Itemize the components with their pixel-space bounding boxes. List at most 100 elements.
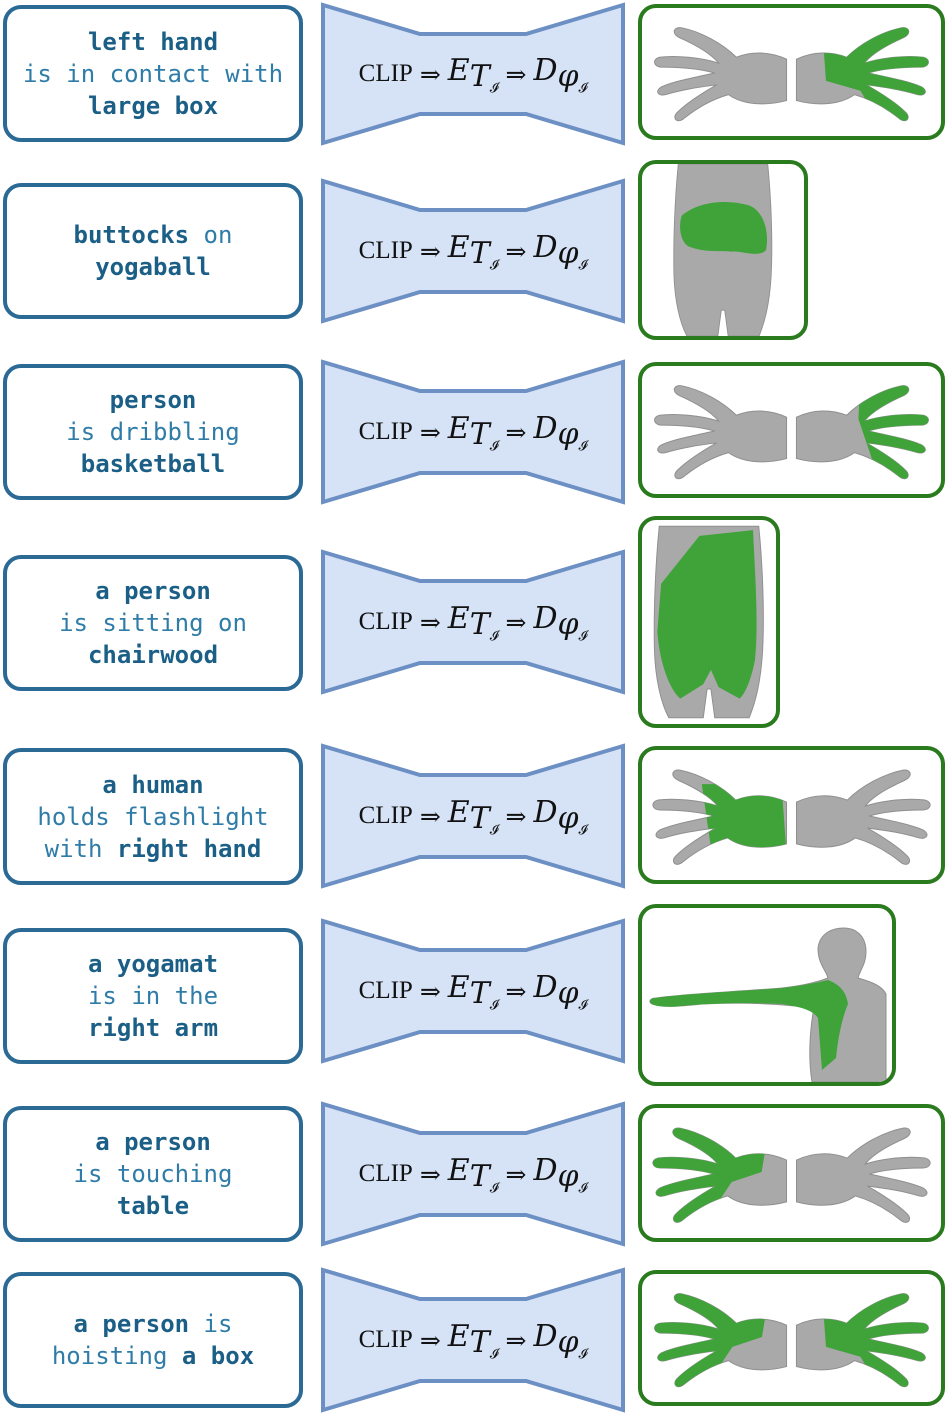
prompt-keyword: person <box>109 386 197 414</box>
left-hand-mesh <box>654 1293 788 1388</box>
contact-region <box>649 980 848 1070</box>
prompt-line: holds flashlight <box>37 801 268 833</box>
back-contact-render <box>653 525 764 719</box>
clip-label: CLIP <box>358 237 413 264</box>
prompt-line: left hand <box>88 26 218 58</box>
clip-encoder-decoder-block: CLIP⇒ET𝓘⇒Dφ𝓘 <box>320 1267 626 1413</box>
prompt-line: is touching <box>74 1158 233 1190</box>
prompt-text: is sitting on <box>59 609 247 637</box>
contact-region <box>701 784 787 854</box>
prompt-keyword: chairwood <box>87 641 219 669</box>
decoder-symbol: Dφ𝓘 <box>533 1318 588 1362</box>
prompt-text: is touching <box>73 1160 233 1188</box>
prompt-keyword: table <box>116 1192 190 1220</box>
arrow-icon: ⇒ <box>505 417 527 447</box>
pipeline-formula: CLIP⇒ET𝓘⇒Dφ𝓘 <box>320 178 626 324</box>
prompt-keyword: a person <box>73 1310 190 1338</box>
pipeline-formula: CLIP⇒ET𝓘⇒Dφ𝓘 <box>320 1101 626 1247</box>
encoder-decoder-shape <box>321 359 625 505</box>
encoder-symbol: ET𝓘 <box>447 794 499 838</box>
clip-encoder-decoder-block: CLIP⇒ET𝓘⇒Dφ𝓘 <box>320 178 626 324</box>
pipeline-formula: CLIP⇒ET𝓘⇒Dφ𝓘 <box>320 1267 626 1413</box>
decoder-symbol: Dφ𝓘 <box>533 1152 588 1196</box>
arrow-icon: ⇒ <box>505 236 527 266</box>
encoder-symbol: ET𝓘 <box>447 969 499 1013</box>
prompt-line: a person <box>95 1126 211 1158</box>
prompt-line: a person is <box>74 1308 233 1340</box>
contact-prediction-panel <box>638 1270 945 1406</box>
contact-prediction-panel <box>638 1104 945 1242</box>
contact-prediction-panel <box>638 904 896 1086</box>
hands-contact-render <box>652 1127 931 1223</box>
clip-encoder-decoder-block: CLIP⇒ET𝓘⇒Dφ𝓘 <box>320 549 626 695</box>
arrow-icon: ⇒ <box>419 417 441 447</box>
right-hand-mesh <box>795 769 931 865</box>
arrow-icon: ⇒ <box>505 801 527 831</box>
prompt-keyword: right hand <box>116 834 262 863</box>
prompt-keyword: right arm <box>87 1014 219 1042</box>
prompt-keyword: buttocks <box>73 221 190 249</box>
hands-contact-render <box>654 385 929 480</box>
prompt-text: with <box>44 834 117 863</box>
clip-label: CLIP <box>358 60 413 87</box>
prompt-keyword: yogaball <box>95 253 211 281</box>
clip-encoder-decoder-block: CLIP⇒ET𝓘⇒Dφ𝓘 <box>320 918 626 1064</box>
right-hand-mesh <box>795 1293 929 1388</box>
arrow-icon: ⇒ <box>505 1159 527 1189</box>
contact-region <box>657 530 757 699</box>
contact-prediction-panel <box>638 160 808 340</box>
encoder-decoder-shape <box>321 549 625 695</box>
pipeline-formula: CLIP⇒ET𝓘⇒Dφ𝓘 <box>320 743 626 889</box>
prompt-keyword: a yogamat <box>87 950 219 978</box>
arrow-icon: ⇒ <box>419 801 441 831</box>
prompt-keyword: a person <box>95 577 211 605</box>
encoder-symbol: ET𝓘 <box>447 229 499 273</box>
prompt-text: on <box>189 221 233 249</box>
clip-label: CLIP <box>358 1326 413 1353</box>
prompt-keyword: a box <box>181 1342 255 1370</box>
encoder-decoder-shape <box>321 1101 625 1247</box>
arm-contact-render <box>649 927 887 1082</box>
prompt-line: a human <box>102 769 203 801</box>
contact-prediction-panel <box>638 746 945 884</box>
decoder-symbol: Dφ𝓘 <box>533 794 588 838</box>
prompt-line: is in the <box>88 980 218 1012</box>
clip-encoder-decoder-block: CLIP⇒ET𝓘⇒Dφ𝓘 <box>320 743 626 889</box>
prompt-line: table <box>117 1190 189 1222</box>
right-hand-mesh <box>795 1127 931 1223</box>
prompt-text: is in the <box>87 982 219 1010</box>
clip-encoder-decoder-block: CLIP⇒ET𝓘⇒Dφ𝓘 <box>320 2 626 146</box>
prompt-line: with right hand <box>45 833 262 865</box>
pipeline-formula: CLIP⇒ET𝓘⇒Dφ𝓘 <box>320 549 626 695</box>
prompt-line: is dribbling <box>66 416 239 448</box>
encoder-decoder-shape <box>321 178 625 324</box>
clip-label: CLIP <box>358 1160 413 1187</box>
contact-prediction-panel <box>638 362 945 498</box>
text-prompt-box: buttocks on yogaball <box>3 183 303 319</box>
arrow-icon: ⇒ <box>505 976 527 1006</box>
arrow-icon: ⇒ <box>419 236 441 266</box>
clip-label: CLIP <box>358 802 413 829</box>
text-prompt-box: a yogamat is in the right arm <box>3 928 303 1064</box>
prompt-text: is in contact with <box>22 59 284 88</box>
prompt-line: is sitting on <box>59 607 247 639</box>
text-prompt-box: a person is sitting on chairwood <box>3 555 303 691</box>
contact-prediction-panel <box>638 516 780 728</box>
arrow-icon: ⇒ <box>505 59 527 89</box>
arrow-icon: ⇒ <box>419 1159 441 1189</box>
decoder-symbol: Dφ𝓘 <box>533 52 588 96</box>
prompt-line: is in contact with <box>23 58 283 90</box>
clip-label: CLIP <box>358 977 413 1004</box>
left-hand-mesh <box>654 385 788 480</box>
prompt-line: a yogamat <box>88 948 218 980</box>
encoder-symbol: ET𝓘 <box>447 52 499 96</box>
contact-region <box>821 27 929 121</box>
left-hand-mesh <box>654 27 788 122</box>
hands-contact-render <box>654 27 929 122</box>
pipeline-formula: CLIP⇒ET𝓘⇒Dφ𝓘 <box>320 2 626 146</box>
prompt-keyword: left hand <box>87 27 219 56</box>
prompt-keyword: a human <box>102 770 204 799</box>
